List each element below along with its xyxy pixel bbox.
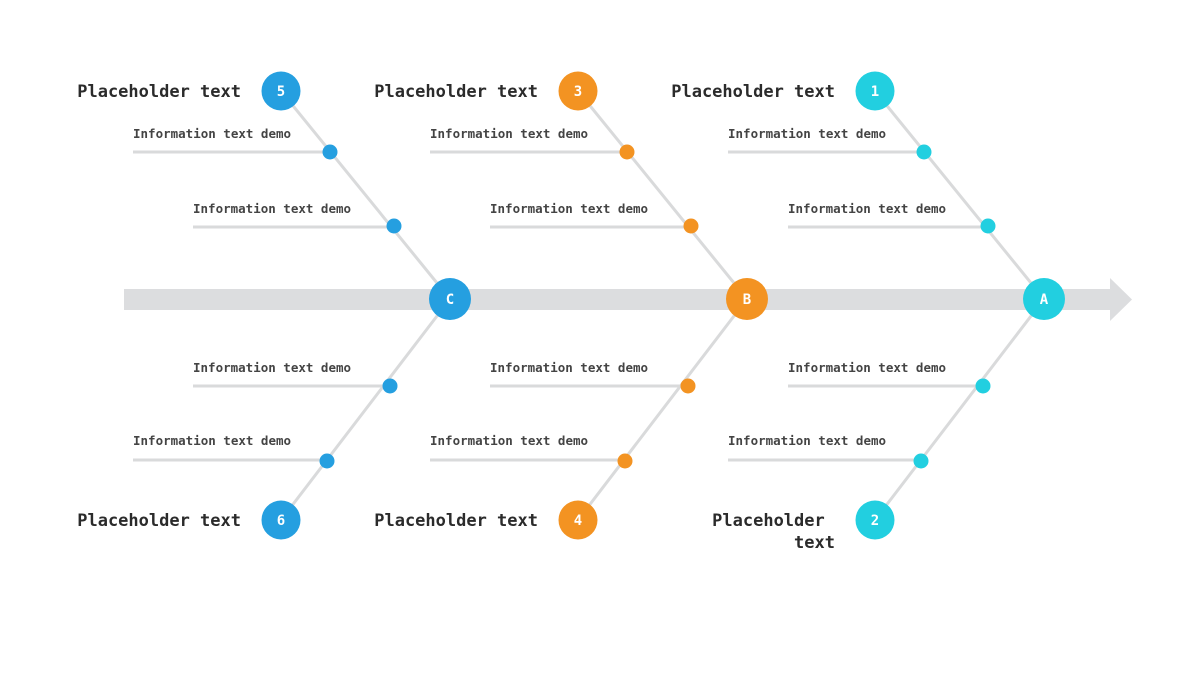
bullet-3-2 bbox=[683, 218, 699, 234]
info-5-1: Information text demo bbox=[133, 126, 291, 141]
bone-4 bbox=[576, 297, 749, 522]
bullet-2-1 bbox=[975, 378, 991, 394]
category-number-3: 3 bbox=[574, 84, 582, 100]
category-number-5: 5 bbox=[277, 84, 285, 100]
info-2-1: Information text demo bbox=[788, 360, 946, 375]
bone-1 bbox=[873, 89, 1046, 301]
category-badge-1 bbox=[855, 71, 895, 111]
hub-a bbox=[1023, 278, 1065, 320]
info-1-1: Information text demo bbox=[728, 126, 886, 141]
category-badge-4 bbox=[558, 500, 598, 540]
spine-arrowhead bbox=[1110, 278, 1132, 321]
category-badge-3 bbox=[558, 71, 598, 111]
bone-5 bbox=[279, 89, 452, 301]
category-title-1: Placeholder text bbox=[671, 82, 835, 102]
hub-c-label: C bbox=[446, 292, 454, 308]
category-number-1: 1 bbox=[871, 84, 879, 100]
info-6-2: Information text demo bbox=[133, 433, 291, 448]
bullet-4-1 bbox=[680, 378, 696, 394]
group-b: Information text demo Information text d… bbox=[374, 71, 768, 540]
info-3-2: Information text demo bbox=[490, 201, 648, 216]
category-title-5: Placeholder text bbox=[77, 82, 241, 102]
category-number-6: 6 bbox=[277, 513, 285, 529]
info-4-2: Information text demo bbox=[430, 433, 588, 448]
bone-6 bbox=[279, 297, 452, 522]
spine-bar bbox=[124, 289, 1114, 310]
bullet-5-2 bbox=[386, 218, 402, 234]
category-badge-5 bbox=[261, 71, 301, 111]
hub-b-label: B bbox=[743, 292, 751, 308]
bullet-2-2 bbox=[913, 453, 929, 469]
bullet-4-2 bbox=[617, 453, 633, 469]
category-title-6: Placeholder text bbox=[77, 511, 241, 531]
category-title-3: Placeholder text bbox=[374, 82, 538, 102]
bullet-6-2 bbox=[319, 453, 335, 469]
hub-b bbox=[726, 278, 768, 320]
bullet-3-1 bbox=[619, 144, 635, 160]
info-3-1: Information text demo bbox=[430, 126, 588, 141]
bullet-1-1 bbox=[916, 144, 932, 160]
category-number-4: 4 bbox=[574, 513, 582, 529]
bone-2 bbox=[873, 297, 1046, 522]
hub-c bbox=[429, 278, 471, 320]
bullet-6-1 bbox=[382, 378, 398, 394]
info-1-2: Information text demo bbox=[788, 201, 946, 216]
category-number-2: 2 bbox=[871, 513, 879, 529]
category-badge-2 bbox=[855, 500, 895, 540]
info-5-2: Information text demo bbox=[193, 201, 351, 216]
bullet-1-2 bbox=[980, 218, 996, 234]
category-title-4: Placeholder text bbox=[374, 511, 538, 531]
bullet-5-1 bbox=[322, 144, 338, 160]
group-c: Information text demo Information text d… bbox=[77, 71, 471, 540]
category-title-2: Placeholder text bbox=[712, 511, 835, 553]
category-badge-6 bbox=[261, 500, 301, 540]
hub-a-label: A bbox=[1040, 292, 1049, 308]
spine bbox=[124, 278, 1132, 321]
group-a: Information text demo Information text d… bbox=[671, 71, 1065, 553]
info-6-1: Information text demo bbox=[193, 360, 351, 375]
bone-3 bbox=[576, 89, 749, 301]
info-4-1: Information text demo bbox=[490, 360, 648, 375]
info-2-2: Information text demo bbox=[728, 433, 886, 448]
